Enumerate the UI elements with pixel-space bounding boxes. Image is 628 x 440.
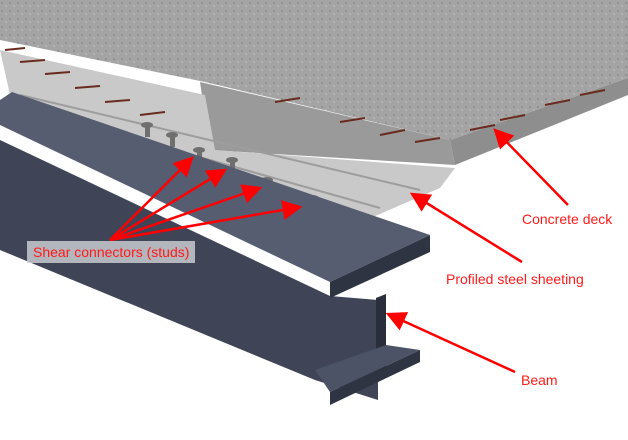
label-shear-connectors: Shear connectors (studs) [27, 241, 196, 263]
beam-web-side [0, 140, 378, 400]
beam-flange-end [330, 235, 430, 298]
rebars [4, 47, 606, 143]
label-concrete-deck: Concrete deck [522, 211, 613, 227]
concrete-deck-cut-face [200, 82, 455, 165]
beam-bottom-flange-end [330, 350, 420, 405]
label-profiled-sheeting: Profiled steel sheeting [446, 271, 584, 287]
label-beam: Beam [521, 372, 558, 388]
annotation-arrows [109, 128, 569, 374]
concrete-deck-top [0, 0, 628, 140]
beam-bottom-flange [315, 345, 420, 392]
